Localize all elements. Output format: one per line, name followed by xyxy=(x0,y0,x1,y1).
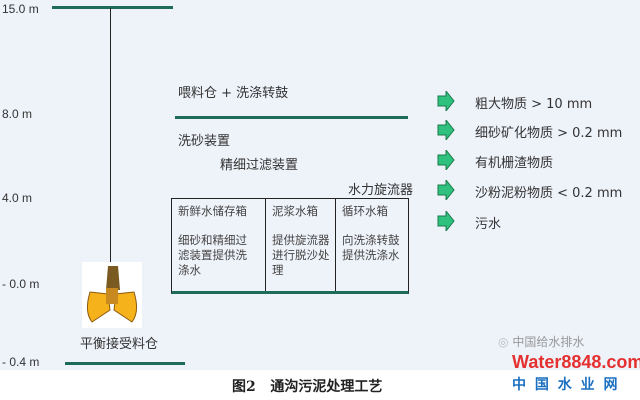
level-label-neg04: - 0.4 m xyxy=(2,355,40,369)
arrow-right-icon xyxy=(437,91,455,111)
tank-circulation-water: 循环水箱 向洗涤转鼓提供洗涤水 xyxy=(336,199,408,291)
output-wastewater: 污水 xyxy=(475,217,502,232)
feeder-level-line xyxy=(175,116,408,119)
arrow-right-icon xyxy=(437,120,455,140)
tank-desc: 细砂和精细过滤装置提供洗涤水 xyxy=(178,233,247,277)
tank-desc: 向洗涤转鼓提供洗涤水 xyxy=(342,233,400,262)
arrow-right-icon xyxy=(437,150,455,170)
tank-title: 循环水箱 xyxy=(342,204,388,218)
figure-caption: 图2 通沟污泥处理工艺 xyxy=(232,379,383,395)
tank-title: 新鲜水储存箱 xyxy=(178,204,247,218)
tank-title: 泥浆水箱 xyxy=(272,204,318,218)
receiver-label: 平衡接受料仓 xyxy=(80,337,159,352)
fine-filter-label: 精细过滤装置 xyxy=(220,158,299,173)
level-label-4: 4.0 m xyxy=(2,191,33,205)
wechat-icon: ◎ xyxy=(498,335,509,349)
wechat-name: 中国给水排水 xyxy=(512,335,585,349)
grab-bucket-icon xyxy=(82,262,142,328)
tank-desc: 提供旋流器进行脱沙处理 xyxy=(272,233,330,277)
level-label-0: - 0.0 m xyxy=(2,277,40,291)
arrow-right-icon xyxy=(437,211,455,231)
wechat-watermark: ◎ 中国给水排水 xyxy=(498,333,584,350)
arrow-right-icon xyxy=(437,180,455,200)
top-level-line xyxy=(52,6,173,9)
level-label-15: 15.0 m xyxy=(2,2,39,16)
tank-table: 新鲜水储存箱 细砂和精细过滤装置提供洗涤水 泥浆水箱 提供旋流器进行脱沙处理 循… xyxy=(171,198,409,294)
feeder-label: 喂料仓 + 洗涤转鼓 xyxy=(178,86,289,101)
crane-cable xyxy=(110,8,111,266)
sand-washer-label: 洗砂装置 xyxy=(178,134,231,149)
output-fine-sand: 细砂矿化物质 > 0.2 mm xyxy=(475,126,623,141)
output-coarse: 粗大物质 > 10 mm xyxy=(475,97,593,112)
tank-slurry-water: 泥浆水箱 提供旋流器进行脱沙处理 xyxy=(266,199,336,291)
output-organic: 有机栅渣物质 xyxy=(475,156,554,171)
water8848-logo: Water8848.com xyxy=(512,352,640,372)
logo-subtitle: 中 国 水 业 网 xyxy=(512,377,620,393)
tank-fresh-water: 新鲜水储存箱 细砂和精细过滤装置提供洗涤水 xyxy=(172,199,266,291)
bottom-level-line xyxy=(65,362,185,365)
hydrocyclone-label: 水力旋流器 xyxy=(348,183,414,198)
level-label-8: 8.0 m xyxy=(2,107,33,121)
output-silt: 沙粉泥粉物质 < 0.2 mm xyxy=(475,186,623,201)
